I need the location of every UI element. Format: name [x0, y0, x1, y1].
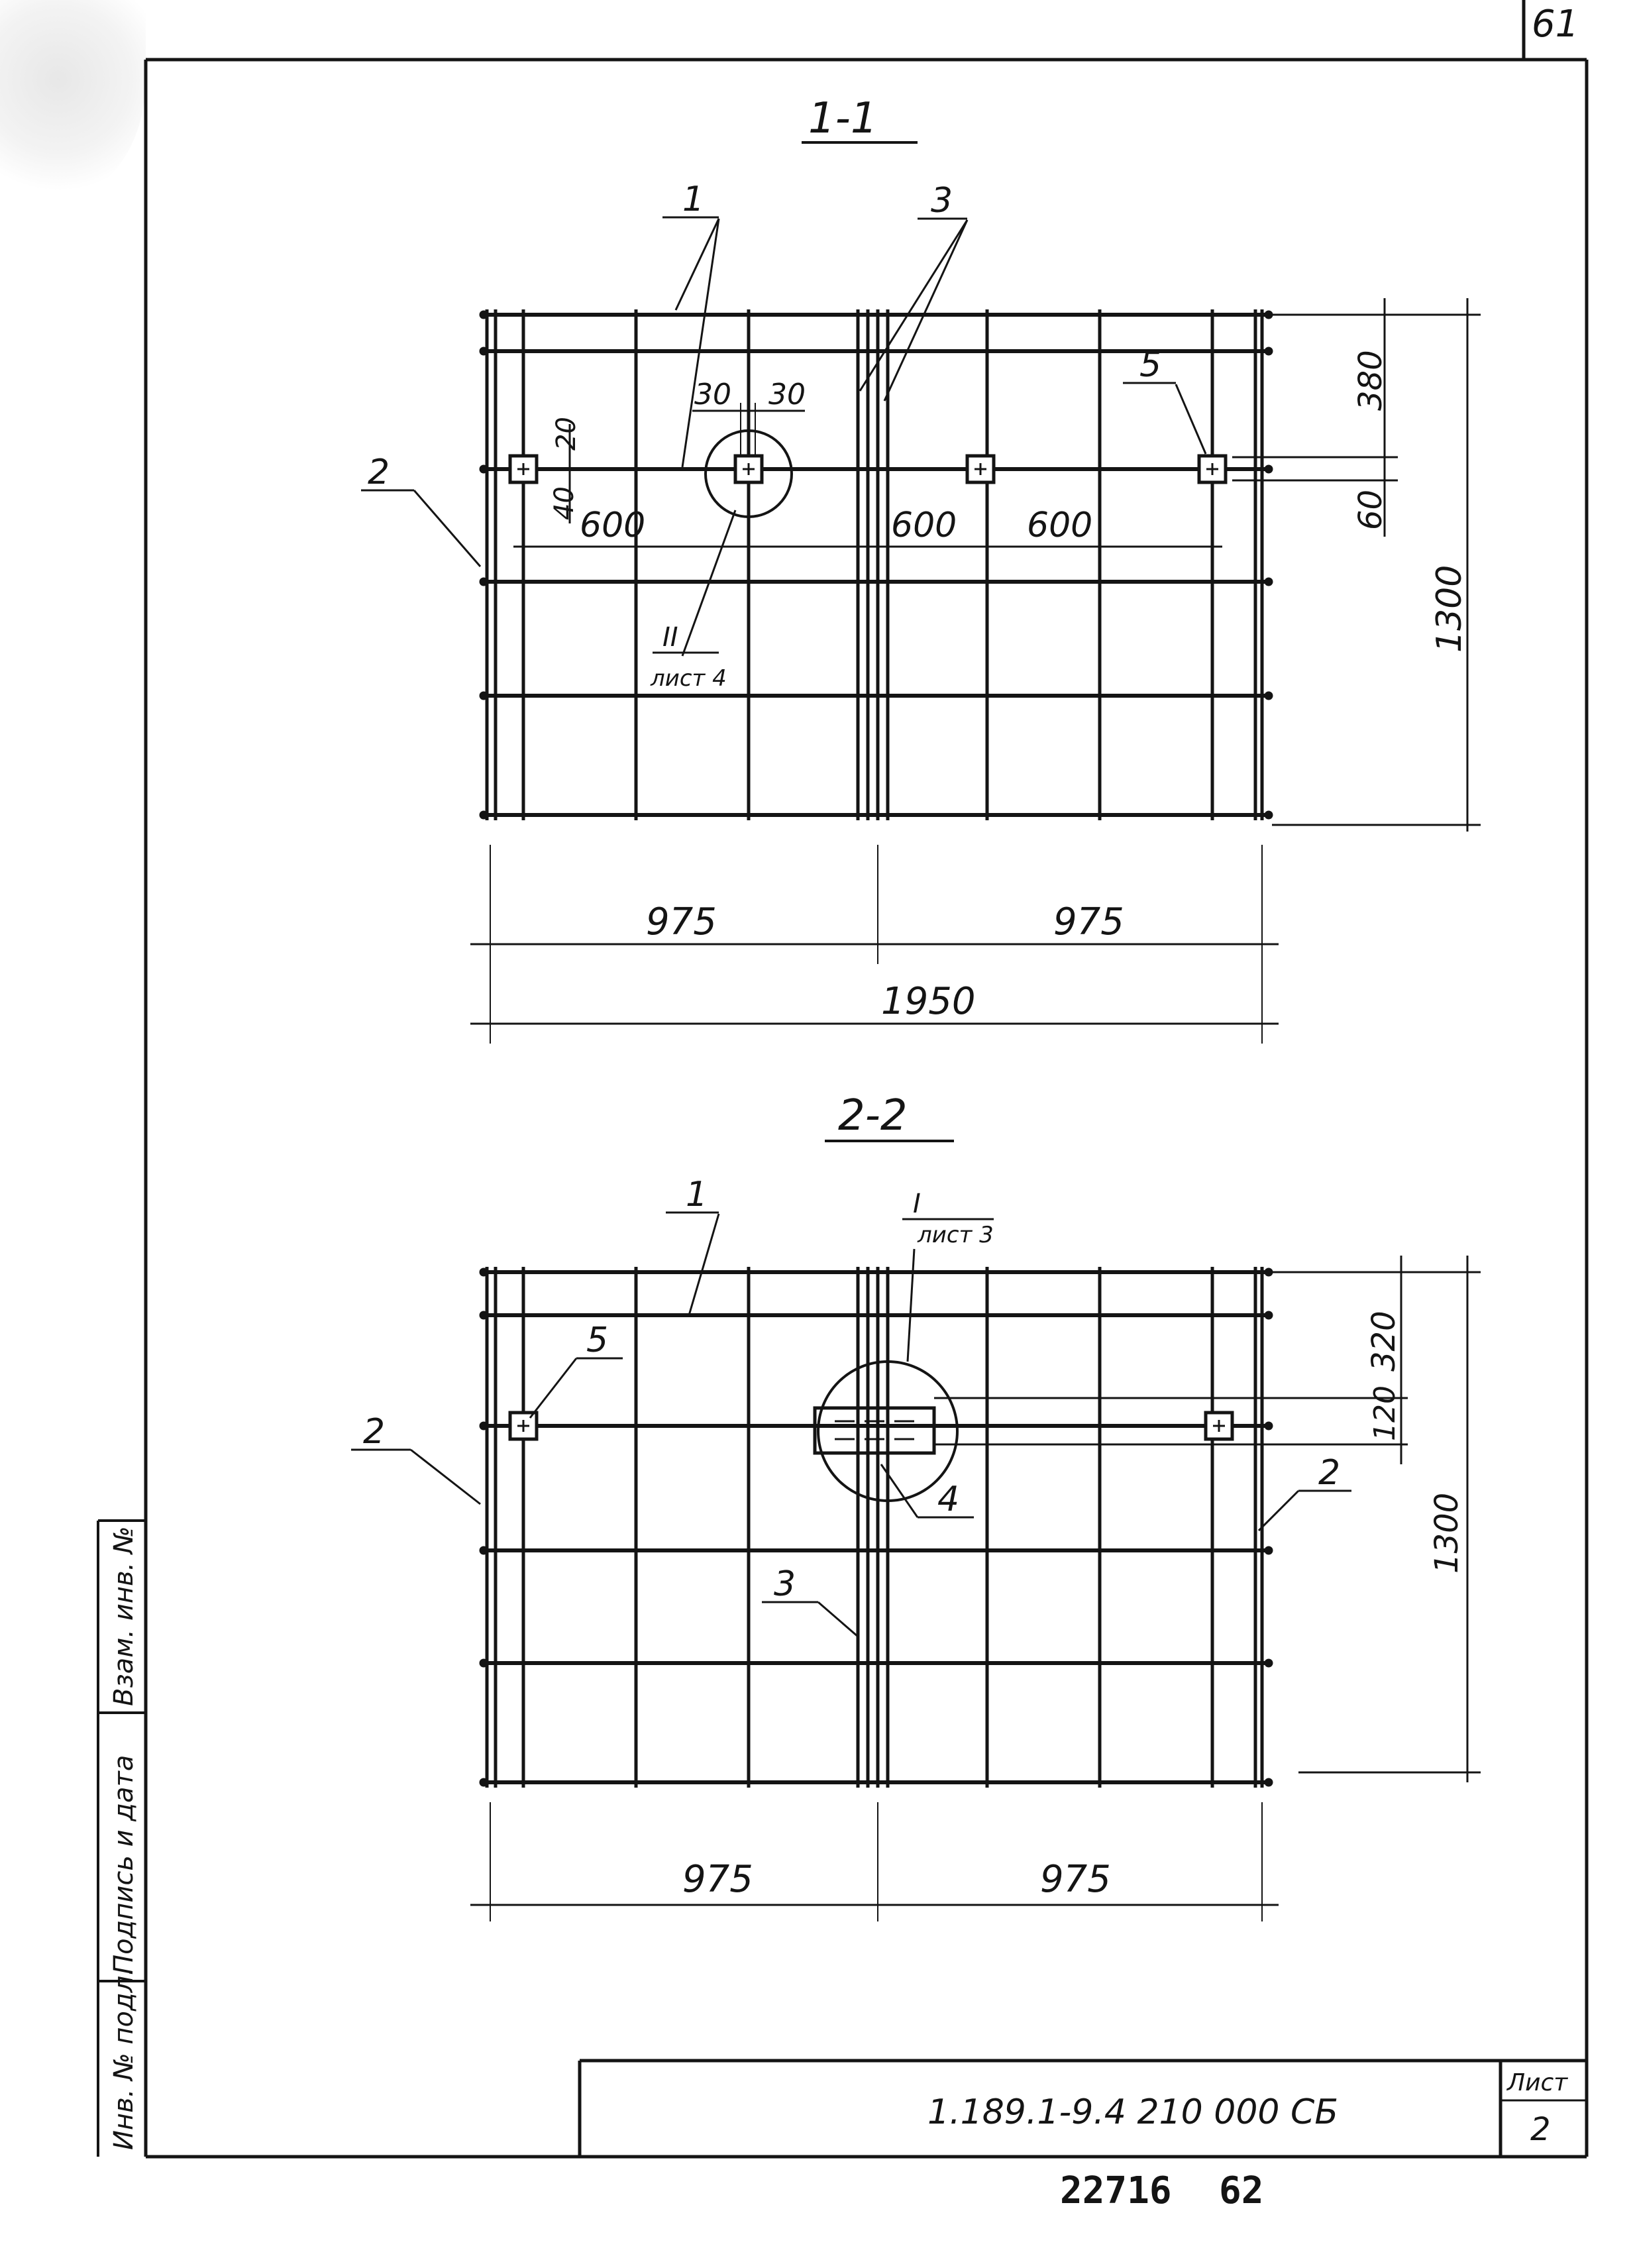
section-1-1-mesh: [479, 309, 1273, 820]
bar-end-left: [479, 464, 488, 474]
dim-1300: 1300: [1430, 565, 1469, 653]
callout-1-leader-a: [674, 218, 720, 311]
callout-5-label: 5: [1139, 345, 1161, 385]
callout-1-label: 1: [682, 180, 704, 219]
node-I-sheet-ref: лист 3: [917, 1222, 994, 1248]
bar-end-right: [1264, 1421, 1273, 1431]
sheet-label: Лист: [1506, 2069, 1568, 2096]
callout-5-leader: [1175, 384, 1207, 455]
s2-callout-4-leader: [880, 1464, 919, 1518]
node-I-leader: [906, 1248, 916, 1362]
bar-end-left: [479, 347, 488, 356]
corner-number: 61: [1532, 3, 1579, 46]
bar-end-left: [479, 691, 488, 700]
bar-end-right: [1264, 691, 1273, 700]
bar-end-right: [1264, 464, 1273, 474]
callout-3-label: 3: [931, 181, 953, 221]
bar-end-left: [479, 1311, 488, 1320]
bar-end-right: [1264, 1268, 1273, 1277]
document-code: 1.189.1-9.4 210 000 СБ: [927, 2092, 1338, 2132]
node-II-sheet-ref: лист 4: [650, 665, 727, 692]
bar-end-left: [479, 1421, 488, 1431]
side-stamp-vzam-inv: Взам. инв. №: [109, 1526, 139, 1706]
bar-end-left: [479, 1658, 488, 1668]
sheet-frame: [144, 0, 1589, 2159]
callout-2-leader: [413, 490, 482, 567]
callout-3-leader-a: [859, 219, 969, 392]
plate-4-studs: [835, 1420, 914, 1440]
bar-end-right: [1264, 347, 1273, 356]
dim-600-a: 600: [580, 506, 645, 545]
callout-2-label: 2: [368, 453, 390, 492]
dim-40: 40: [549, 486, 580, 520]
bottom-page-number: 62: [1219, 2169, 1263, 2212]
title-block: [578, 2059, 1587, 2157]
s2-dim-320: 320: [1365, 1311, 1402, 1372]
s2-callout-2a-label: 2: [363, 1412, 385, 1452]
s2-callout-1-label: 1: [686, 1175, 708, 1215]
bar-end-right: [1264, 310, 1273, 319]
bar-end-right: [1264, 1546, 1273, 1555]
section-1-1: 1-1 II лист 4 1 3 2 5 30 30: [361, 94, 1481, 1044]
node-II-circle: [704, 429, 793, 518]
s2-dim-120: 120: [1368, 1385, 1402, 1441]
s2-callout-5-leader: [529, 1358, 578, 1419]
dim-975-a: 975: [646, 900, 717, 944]
bottom-registration-number: 22716: [1060, 2169, 1172, 2212]
bar-end-left: [479, 810, 488, 820]
side-stamp-sign-date: Подпись и дата: [109, 1755, 139, 1974]
dim-380: 380: [1352, 350, 1389, 411]
dim-1950: 1950: [881, 980, 976, 1023]
dim-30-a: 30: [694, 378, 731, 411]
dim-975-b: 975: [1053, 900, 1124, 944]
node-II-mark: II: [662, 622, 678, 653]
section-2-2-embedded-plates: [508, 1411, 1234, 1441]
section-2-2: 2-2 I лист 3 1 5 2 2: [351, 1091, 1481, 1921]
s2-callout-5-label: 5: [586, 1321, 608, 1360]
callout-3-leader-b: [883, 219, 969, 402]
bar-end-left: [479, 577, 488, 586]
section-1-1-embedded-plates: [508, 454, 1228, 484]
s2-dim-1300: 1300: [1428, 1493, 1465, 1574]
dim-600-b: 600: [891, 506, 957, 545]
bar-end-left: [479, 1268, 488, 1277]
bar-end-left: [479, 310, 488, 319]
s2-callout-2a-leader: [410, 1448, 481, 1505]
s2-callout-3-label: 3: [774, 1564, 796, 1604]
sheet-number: 2: [1530, 2111, 1551, 2148]
s2-callout-1-leader: [688, 1213, 720, 1316]
s2-dim-975-a: 975: [682, 1858, 753, 1901]
dim-20: 20: [551, 417, 582, 451]
node-I-circle: [817, 1360, 959, 1502]
dim-30-b: 30: [768, 378, 806, 411]
bar-end-right: [1264, 1658, 1273, 1668]
section-2-2-title: 2-2: [838, 1091, 908, 1140]
callout-1-leader-b: [681, 218, 720, 468]
bar-end-right: [1264, 1311, 1273, 1320]
s2-callout-2b-leader: [1257, 1489, 1300, 1532]
dim-600-c: 600: [1027, 506, 1092, 545]
bar-end-right: [1264, 1778, 1273, 1787]
bar-end-right: [1264, 810, 1273, 820]
s2-dim-975-b: 975: [1040, 1858, 1111, 1901]
s2-callout-2b-label: 2: [1318, 1453, 1340, 1493]
dim-60: 60: [1352, 490, 1389, 530]
s2-callout-4-label: 4: [937, 1480, 959, 1519]
side-stamp-frame: [97, 1519, 146, 2157]
bar-end-left: [479, 1778, 488, 1787]
section-2-2-mesh: [479, 1267, 1273, 1788]
bar-end-left: [479, 1546, 488, 1555]
node-I-mark: I: [913, 1189, 921, 1219]
side-stamp-inv-podl: Инв. № подл.: [109, 1967, 139, 2150]
node-II-leader: [681, 510, 737, 657]
s2-callout-3-leader: [818, 1601, 859, 1638]
bar-end-right: [1264, 577, 1273, 586]
section-1-1-title: 1-1: [808, 94, 878, 143]
embedded-plate-4: [813, 1406, 936, 1455]
